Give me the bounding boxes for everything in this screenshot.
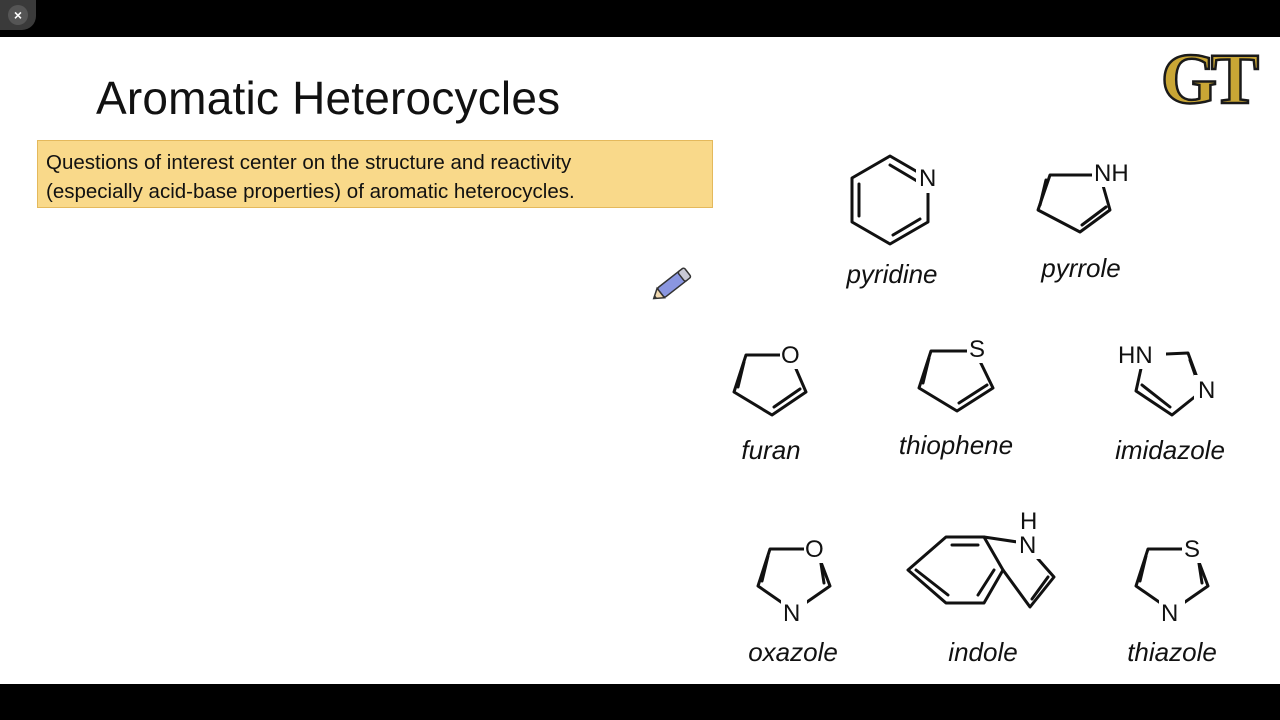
thiazole-atom-s: S <box>1184 536 1200 563</box>
indole-atom-n: N <box>1019 532 1036 559</box>
furan-structure: O <box>732 341 808 417</box>
imidazole-structure: HN N <box>1116 341 1220 417</box>
imidazole-atom-n: N <box>1198 377 1215 404</box>
slide: Aromatic Heterocycles Questions of inter… <box>0 37 1280 684</box>
thiophene-label: thiophene <box>898 430 1014 460</box>
thiophene-atom-s: S <box>969 336 985 363</box>
callout-line-2: (especially acid-base properties) of aro… <box>46 180 575 203</box>
slide-title: Aromatic Heterocycles <box>96 72 561 124</box>
oxazole-atom-o: O <box>805 536 824 563</box>
indole-atom-h: H <box>1020 508 1037 535</box>
player-top-bar <box>0 0 1280 37</box>
pencil-icon[interactable] <box>648 260 700 308</box>
oxazole-atom-n: N <box>783 600 800 627</box>
furan-label: furan <box>741 435 801 465</box>
thiazole-atom-n: N <box>1161 600 1178 627</box>
pyrrole-atom-nh: NH <box>1094 160 1129 187</box>
close-button[interactable]: × <box>0 0 36 30</box>
pyridine-structure: N <box>850 154 940 246</box>
player-bottom-bar <box>0 684 1280 720</box>
thiophene-structure: S <box>917 335 995 413</box>
pyrrole-label: pyrrole <box>1041 253 1121 283</box>
thiazole-structure: S N <box>1134 535 1210 627</box>
gt-logo-text: GT <box>1161 43 1258 115</box>
oxazole-structure: O N <box>756 535 832 627</box>
gt-logo: GT <box>1160 43 1266 115</box>
oxazole-label: oxazole <box>748 637 838 667</box>
imidazole-label: imidazole <box>1115 435 1225 465</box>
indole-structure: N H <box>906 508 1056 609</box>
thiazole-label: thiazole <box>1127 637 1217 667</box>
close-icon: × <box>8 5 28 25</box>
callout-box: Questions of interest center on the stru… <box>37 140 713 208</box>
indole-label: indole <box>948 637 1018 667</box>
callout-line-1: Questions of interest center on the stru… <box>46 151 572 174</box>
pyridine-atom-n: N <box>919 165 936 192</box>
pyrrole-structure: NH <box>1036 157 1142 234</box>
pyridine-label: pyridine <box>846 259 938 289</box>
furan-atom-o: O <box>781 342 800 369</box>
imidazole-atom-hn: HN <box>1118 342 1153 369</box>
